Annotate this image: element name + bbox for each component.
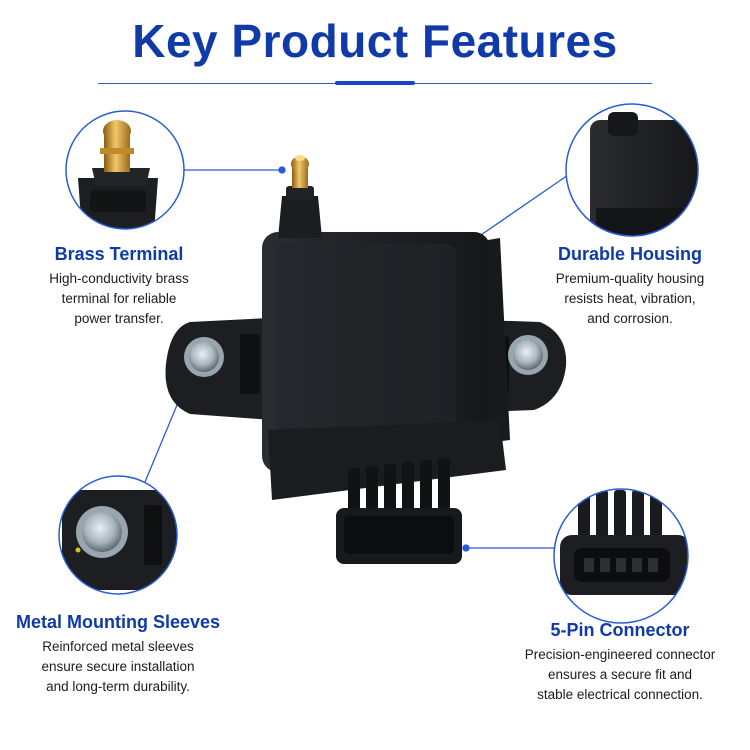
zoom-circle-brass <box>65 110 185 230</box>
page-title: Key Product Features <box>132 15 618 67</box>
title-underline-accent <box>335 81 415 85</box>
feature-title-pin: 5-Pin Connector <box>550 620 690 640</box>
feature-5-pin-connector: 5-Pin Connector Precision-engineered con… <box>500 620 740 705</box>
callout-line-sleeves <box>144 392 183 483</box>
feature-metal-sleeves: Metal Mounting Sleeves Reinforced metal … <box>8 612 228 697</box>
callout-dot-pin <box>462 544 470 552</box>
connector-fins <box>348 458 450 520</box>
zoom-circle-connector <box>553 488 689 624</box>
feature-title-housing: Durable Housing <box>557 244 702 264</box>
ignition-coil-body <box>165 155 567 564</box>
zoom-circle-sleeves <box>58 475 178 595</box>
feature-desc-housing: Premium-quality housing resists heat, vi… <box>555 271 705 326</box>
feature-title-brass: Brass Terminal <box>54 244 184 264</box>
feature-durable-housing: Durable Housing Premium-quality housing … <box>530 244 730 329</box>
feature-title-sleeves: Metal Mounting Sleeves <box>15 612 221 632</box>
feature-desc-sleeves: Reinforced metal sleeves ensure secure i… <box>41 639 195 694</box>
feature-desc-pin: Precision-engineered connector ensures a… <box>524 647 716 702</box>
feature-desc-brass: High-conductivity brass terminal for rel… <box>49 271 189 326</box>
zoom-circle-housing <box>565 103 699 237</box>
feature-brass-terminal: Brass Terminal High-conductivity brass t… <box>14 244 224 329</box>
callout-dot-brass <box>278 166 286 174</box>
